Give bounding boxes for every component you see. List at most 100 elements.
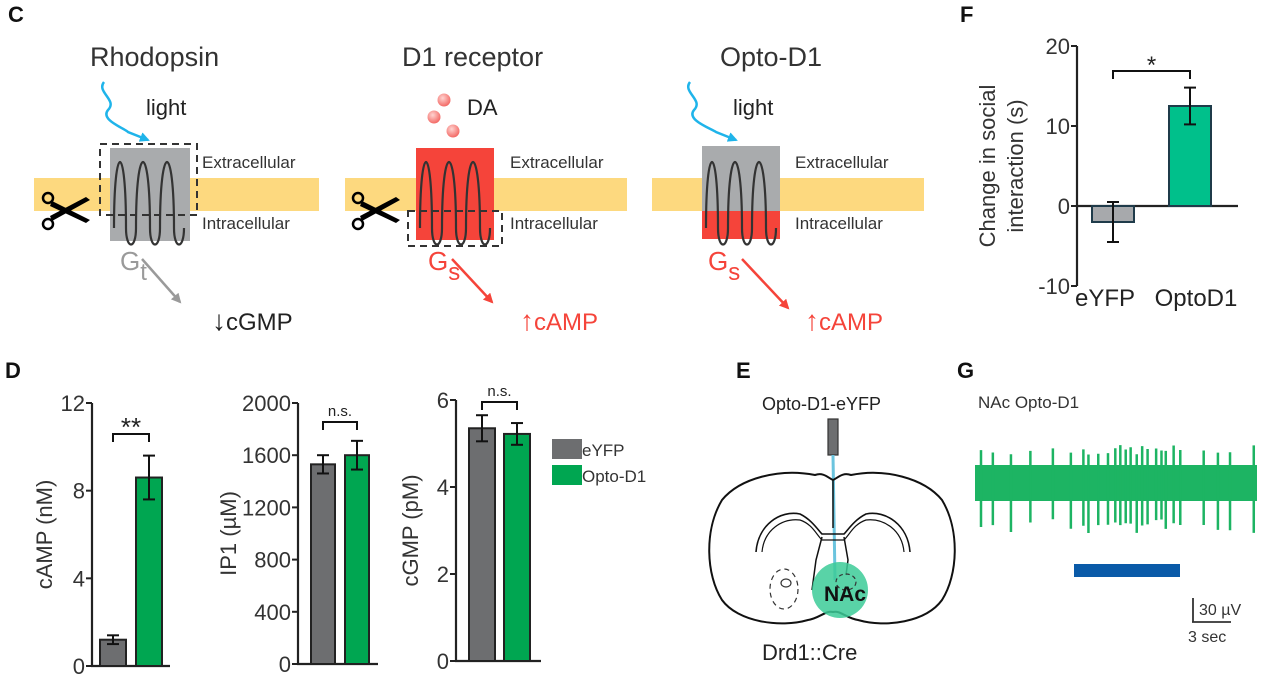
significance-label: *: [1147, 52, 1156, 79]
legend-label-opto-d1: Opto-D1: [582, 467, 646, 486]
y-tick-label: 6: [437, 388, 449, 413]
d1-title: D1 receptor: [402, 42, 543, 72]
virus-label: Opto-D1-eYFP: [762, 394, 881, 414]
rhodopsin-g-protein: Gt: [120, 246, 147, 286]
chart-camp: 0 4 8 12 cAMP (nM) **: [32, 391, 170, 679]
d1-receptor-scheme: D1 receptor DA Extracellular Intracellul…: [351, 42, 604, 336]
d1-stimulus: DA: [467, 95, 498, 120]
aca-left-inner: [780, 578, 792, 588]
chart-cgmp: 0 2 4 6 cGMP (pM) n.s.: [398, 383, 541, 674]
y-axis-title: cAMP (nM): [32, 480, 57, 590]
y-axis-title: cGMP (pM): [398, 474, 423, 586]
significance-label: n.s.: [328, 403, 352, 420]
y-tick-label: 8: [73, 479, 85, 504]
light-wave-icon: [101, 81, 150, 142]
legend-label-eyfp: eYFP: [582, 441, 625, 460]
opto-d1-extracellular: Extracellular: [795, 153, 889, 172]
bar-opto-d1: [503, 432, 531, 662]
trace-title: NAc Opto-D1: [978, 393, 1079, 412]
recording-trace: [975, 445, 1257, 534]
y-tick-label: -10: [1038, 274, 1070, 299]
opto-d1-g-protein: Gs: [708, 246, 740, 286]
y-tick-label: 4: [437, 475, 449, 500]
d1-extracellular: Extracellular: [510, 153, 604, 172]
legend-swatch-eyfp: [552, 439, 582, 459]
ventricle-left: [811, 536, 823, 591]
scale-y-label: 30 µV: [1199, 602, 1241, 619]
nac-label: NAc: [824, 583, 866, 606]
significance-label: **: [121, 412, 141, 442]
panel-label-d: D: [5, 358, 21, 383]
panel-label-f: F: [960, 2, 973, 27]
y-tick-label: 800: [254, 548, 291, 573]
gs-arrow: [451, 258, 494, 304]
y-tick-label: 2: [437, 562, 449, 587]
rhodopsin-scheme: Rhodopsin light Extracellular Intracellu…: [41, 42, 296, 336]
d1-g-protein: Gs: [428, 246, 460, 286]
significance-label: n.s.: [487, 383, 511, 400]
y-tick-label: 20: [1046, 34, 1070, 59]
membrane-opto-d1: [652, 178, 924, 211]
y-tick-label: 0: [279, 652, 291, 677]
dopamine-molecule: [437, 93, 451, 107]
corpus-callosum-inner: [761, 519, 905, 553]
light-wave-icon: [687, 81, 738, 142]
opto-d1-title: Opto-D1: [720, 42, 822, 72]
light-path: [831, 454, 837, 581]
mouse-line-label: Drd1::Cre: [762, 640, 857, 665]
bar-eyfp: [468, 427, 496, 662]
y-tick-label: 0: [73, 654, 85, 679]
rhodopsin-extracellular: Extracellular: [202, 153, 296, 172]
significance-bracket: [112, 433, 150, 442]
panel-label-c: C: [8, 2, 24, 27]
opto-d1-messenger: ↑cAMP: [805, 305, 883, 336]
transmembrane-helices: [704, 160, 778, 246]
bar-opto-d1: [344, 454, 370, 666]
y-tick-label: 1600: [242, 443, 291, 468]
brain-outline: [708, 471, 956, 625]
y-tick-label: 10: [1046, 114, 1070, 139]
significance-bracket: [1112, 70, 1191, 79]
panel-label-e: E: [736, 358, 751, 383]
y-tick-label: 0: [1058, 194, 1070, 219]
aca-right: [835, 573, 857, 591]
nac-region: [812, 562, 868, 618]
x-tick-label: OptoD1: [1155, 285, 1238, 312]
y-tick-label: 0: [437, 649, 449, 674]
light-stimulus-bar: [1074, 564, 1180, 577]
d1-messenger: ↑cAMP: [520, 305, 598, 336]
corpus-callosum: [755, 512, 911, 553]
gs-arrow: [741, 258, 790, 310]
legend-d: eYFP Opto-D1: [552, 439, 646, 486]
bar-eyfp: [310, 463, 336, 665]
swap-region-box: [99, 143, 198, 216]
legend-swatch-opto-d1: [552, 465, 582, 485]
opto-d1-scheme: Opto-D1 light Extracellular Intracellula…: [687, 42, 889, 336]
swap-region-box: [407, 210, 503, 247]
rhodopsin-stimulus: light: [146, 95, 186, 120]
y-tick-label: 400: [254, 600, 291, 625]
y-tick-label: 1200: [242, 495, 291, 520]
panel-label-g: G: [957, 358, 974, 383]
bar-opto-d1: [135, 476, 163, 667]
opto-d1-intracellular: Intracellular: [795, 214, 883, 233]
opto-d1-stimulus: light: [733, 95, 773, 120]
scissors-icon: [41, 191, 90, 231]
rhodopsin-messenger: ↓cGMP: [212, 305, 293, 336]
rhodopsin-title: Rhodopsin: [90, 42, 219, 72]
y-axis-title: IP1 (µM): [216, 491, 241, 576]
y-tick-label: 4: [73, 566, 85, 591]
dopamine-molecule: [446, 124, 460, 138]
y-tick-label: 12: [61, 391, 85, 416]
significance-bracket: [481, 401, 518, 410]
gt-arrow: [141, 258, 182, 304]
optic-fiber-icon: [827, 418, 839, 456]
x-tick-label: eYFP: [1075, 285, 1135, 312]
transmembrane-helices: [112, 160, 186, 246]
transmembrane-helices: [418, 160, 492, 246]
significance-bracket: [322, 421, 358, 430]
brain-schematic: Opto-D1-eYFP NAc Drd1::Cre: [708, 394, 956, 665]
